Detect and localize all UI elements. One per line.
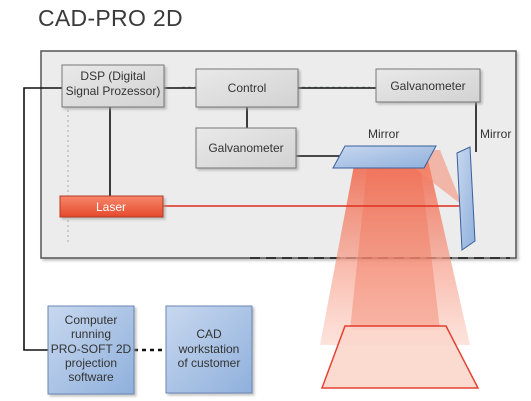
control-block — [195, 68, 299, 108]
galvanometer-top-label: Galvanometer — [390, 79, 465, 93]
cad-workstation-block — [165, 305, 253, 394]
computer-label-line3: PRO-SOFT 2D — [51, 342, 132, 356]
projection-surface — [320, 325, 480, 389]
galvanometer-mid-block — [195, 127, 297, 169]
link-dsp-computer — [23, 87, 62, 351]
mirror-vertical — [456, 146, 476, 251]
computer-label-line4: projection — [65, 356, 117, 370]
computer-block — [47, 305, 135, 395]
galvanometer-top-block — [375, 68, 481, 103]
laser-block — [59, 195, 164, 218]
laser-label: Laser — [96, 200, 126, 214]
mirror-horizontal — [332, 145, 437, 169]
dsp-label-line2: Signal Prozessor) — [66, 84, 161, 98]
diagram-title: CAD-PRO 2D — [38, 5, 183, 31]
cad-label-line3: of customer — [178, 356, 241, 370]
computer-label-line1: Computer — [65, 313, 118, 327]
mirror-label-1: Mirror — [368, 127, 399, 141]
galvanometer-mid-label: Galvanometer — [208, 141, 283, 155]
dsp-block — [61, 64, 165, 108]
cad-label-line1: CAD — [196, 327, 222, 341]
mirror-label-2: Mirror — [480, 127, 511, 141]
projection-beam-inner — [350, 160, 440, 330]
cad-label-line2: workstation — [178, 342, 240, 356]
control-label: Control — [228, 81, 267, 95]
computer-label-line2: running — [71, 327, 111, 341]
computer-label-line5: software — [68, 370, 114, 384]
dsp-label-line1: DSP (Digital — [80, 69, 145, 83]
